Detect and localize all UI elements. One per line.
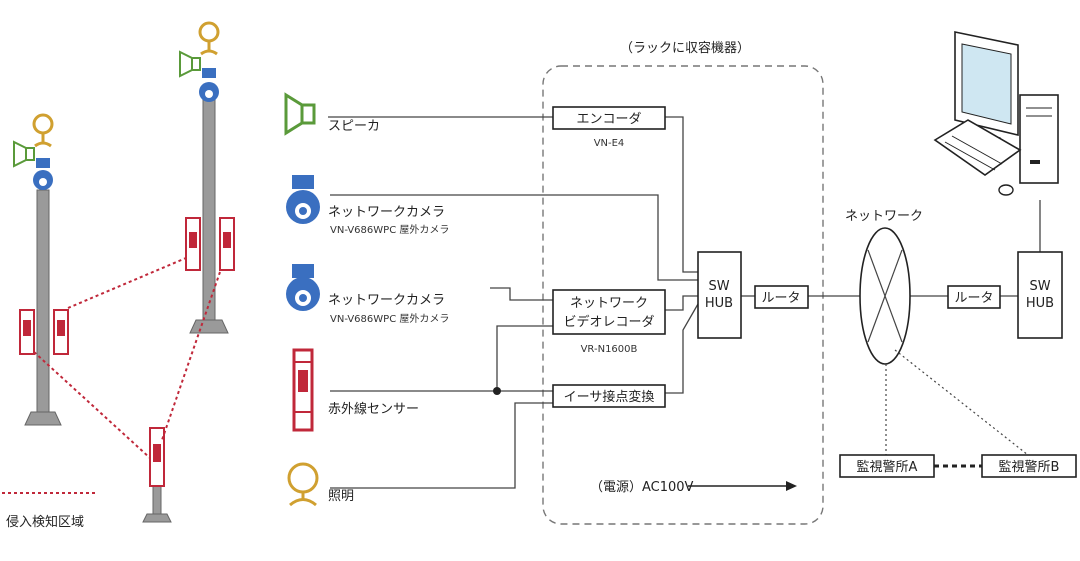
camera-icon-2 <box>286 264 320 311</box>
pc-icon <box>933 31 1059 196</box>
legend-intrusion: 侵入検知区域 <box>2 492 98 530</box>
pole-speaker-icon <box>13 140 35 168</box>
recorder-line2: ビデオレコーダ <box>563 314 654 330</box>
recorder-line1: ネットワーク <box>570 296 648 311</box>
recorder-box: ネットワーク ビデオレコーダ <box>552 289 666 335</box>
rack-boundary <box>542 65 824 525</box>
encoder-box: エンコーダ <box>552 106 666 130</box>
power-arrowhead <box>786 481 797 491</box>
camera1-name: ネットワークカメラ <box>328 205 445 220</box>
router-right: ルータ <box>947 285 1001 309</box>
monitor-a-label: 監視警所A <box>857 459 918 475</box>
light-label: 照明 <box>328 489 354 504</box>
camera2-model: VN-V686WPC 屋外カメラ <box>330 313 449 325</box>
encoder-model: VN-E4 <box>594 138 625 149</box>
pole-light-icon <box>32 113 54 148</box>
router-left-label: ルータ <box>761 291 800 306</box>
monitor-links <box>885 349 1029 468</box>
monitor-station-b: 監視警所B <box>981 454 1077 478</box>
rack-title: （ラックに収容機器） <box>620 40 750 56</box>
sensor-converter-box: イーサ接点変換 <box>552 384 666 408</box>
sw-hub-right: SW HUB <box>1017 251 1063 339</box>
sw-hub-left-line1: SW <box>708 279 729 294</box>
pole-sensor-icon <box>185 217 235 271</box>
pole-left <box>13 113 69 426</box>
camera2-name: ネットワークカメラ <box>328 293 445 308</box>
recorder-model: VR-N1600B <box>581 344 638 355</box>
sensor-converter-label: イーサ接点変換 <box>564 389 655 405</box>
sw-hub-right-line1: SW <box>1029 279 1050 294</box>
pole-sensor-icon <box>149 427 165 487</box>
legend-intrusion-label: 侵入検知区域 <box>6 514 84 530</box>
pole-camera-icon <box>199 68 219 102</box>
light-icon <box>287 462 319 507</box>
junction-dot <box>493 387 501 395</box>
network-cloud-icon <box>859 227 911 365</box>
sw-hub-left-line2: HUB <box>705 296 733 311</box>
network-label: ネットワーク <box>845 209 923 224</box>
router-left: ルータ <box>754 285 809 309</box>
pole-camera-icon <box>33 158 53 190</box>
encoder-label: エンコーダ <box>576 112 641 127</box>
monitor-b-label: 監視警所B <box>999 459 1060 475</box>
pole-short <box>142 427 172 523</box>
pole-sensor-icon <box>19 309 69 355</box>
pole-right <box>179 21 235 334</box>
pole-light-icon <box>198 21 220 56</box>
intrusion-lines <box>33 257 221 459</box>
sw-hub-left: SW HUB <box>697 251 742 339</box>
pole-speaker-icon <box>179 50 201 78</box>
monitor-station-a: 監視警所A <box>839 454 935 478</box>
router-right-label: ルータ <box>954 291 993 306</box>
speaker-label: スピーカ <box>328 119 380 134</box>
sw-hub-right-line2: HUB <box>1026 296 1054 311</box>
camera1-model: VN-V686WPC 屋外カメラ <box>330 224 449 236</box>
sensor-icon <box>292 348 314 432</box>
speaker-icon <box>284 92 316 136</box>
camera-icon-1 <box>286 175 320 224</box>
sensor-label: 赤外線センサー <box>328 401 419 417</box>
power-label: （電源）AC100V <box>590 480 694 495</box>
wires <box>328 116 1041 489</box>
